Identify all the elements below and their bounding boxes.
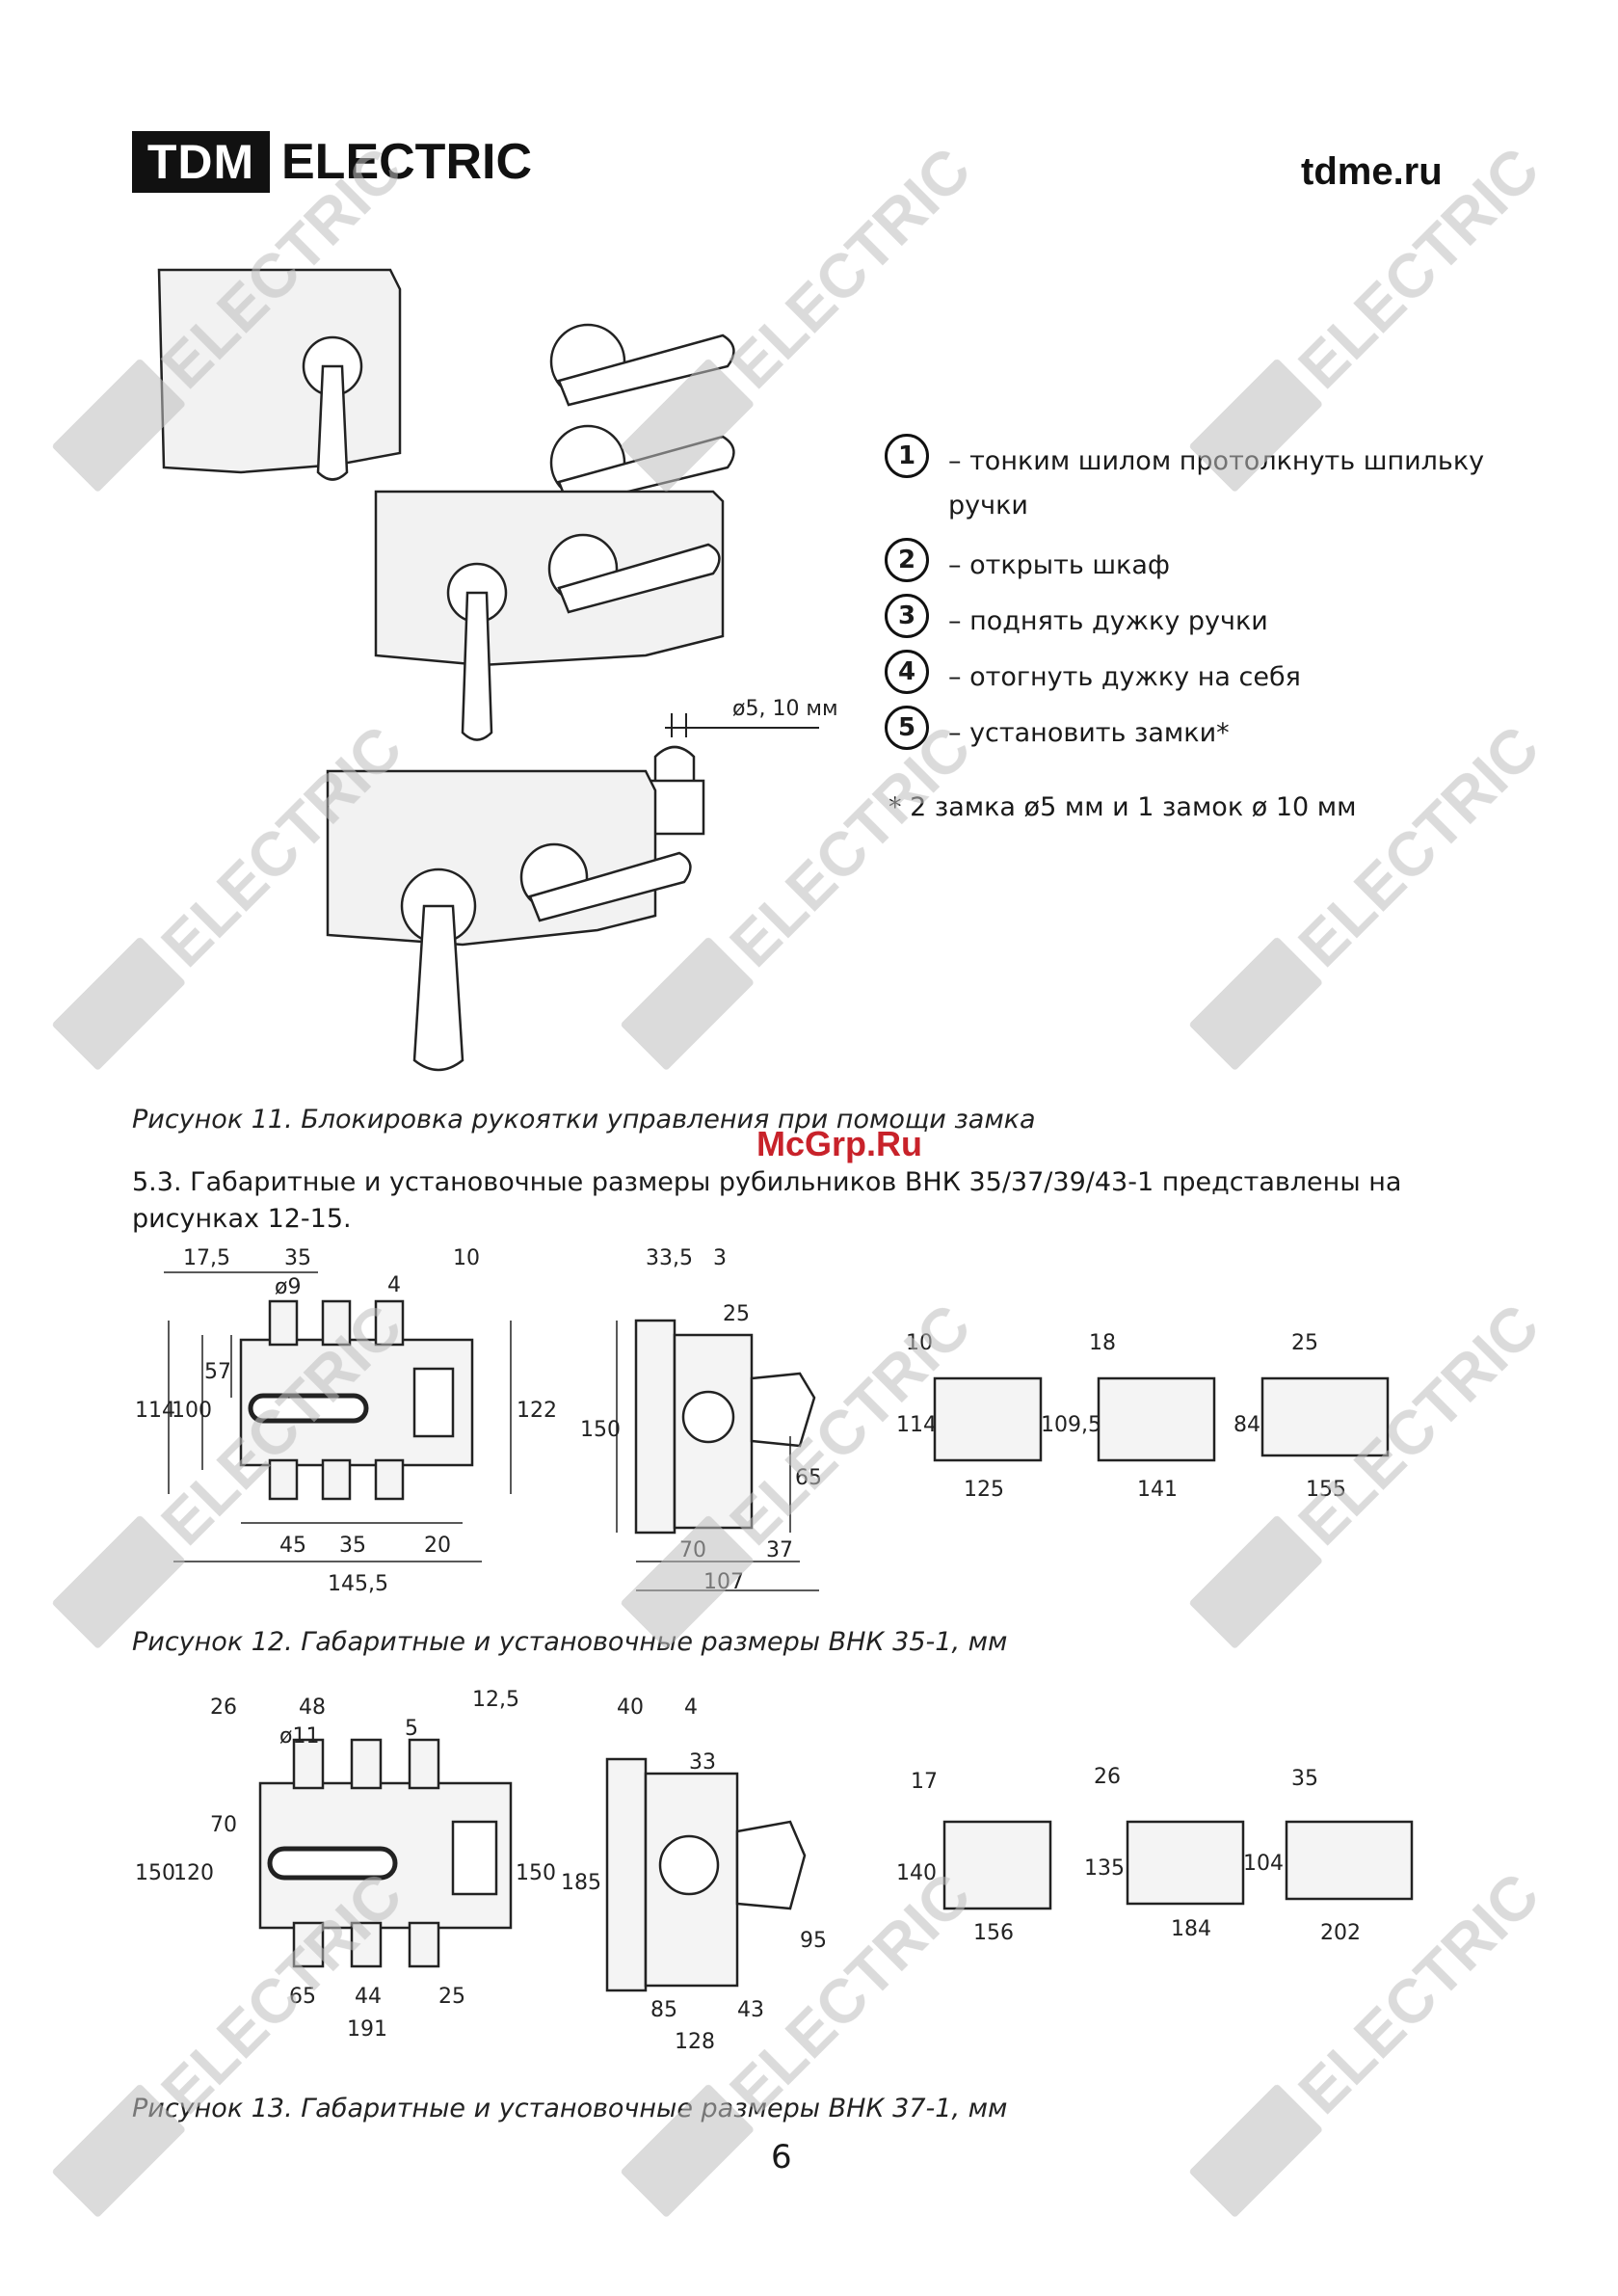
- dim-33: 33: [689, 1750, 716, 1775]
- legend-number: 5: [885, 706, 929, 750]
- legend: 1 – тонким шилом протолкнуть шпильку руч…: [885, 432, 1559, 760]
- small2-top: 18: [1089, 1331, 1116, 1355]
- watermark-site-label: McGrp.Ru: [756, 1124, 923, 1163]
- footnote: * 2 замка ø5 мм и 1 замок ø 10 мм: [889, 792, 1357, 822]
- small3-width: 155: [1306, 1478, 1346, 1502]
- legend-item-5: 5 – установить замки*: [885, 704, 1559, 760]
- legend-text: – отогнуть дужку на себя: [948, 662, 1301, 692]
- dim-107: 107: [703, 1570, 744, 1594]
- dim-70: 70: [210, 1813, 237, 1837]
- dim-150-left: 150: [135, 1861, 175, 1885]
- figure-13-caption: Рисунок 13. Габаритные и установочные ра…: [132, 2094, 1008, 2123]
- dim-20: 20: [424, 1534, 451, 1558]
- figure-13-dimension-drawings: 26 48 ø11 5 12,5 150 120 70 150 65 44 25…: [135, 1688, 1414, 2054]
- dim-57: 57: [204, 1360, 231, 1384]
- small2-height: 109,5: [1041, 1413, 1101, 1437]
- legend-text: – тонким шилом протолкнуть шпильку ручки: [948, 446, 1485, 521]
- dim-114: 114: [135, 1399, 175, 1423]
- legend-item-3: 3 – поднять дужку ручки: [885, 592, 1559, 648]
- logo-tdm-box: TDM: [132, 131, 270, 193]
- dim-35-top: 35: [284, 1246, 311, 1270]
- dim-43: 43: [737, 1998, 764, 2022]
- legend-text: – установить замки*: [948, 718, 1230, 748]
- dim-150-right: 150: [516, 1861, 556, 1885]
- dim-128: 128: [675, 2030, 715, 2054]
- dim-10: 10: [453, 1246, 480, 1270]
- small2-top: 26: [1094, 1765, 1121, 1789]
- dim-191: 191: [347, 2017, 387, 2042]
- small3-top: 35: [1291, 1767, 1318, 1791]
- section-paragraph: 5.3. Габаритные и установочные размеры р…: [132, 1167, 1402, 1234]
- small1-top: 17: [911, 1770, 938, 1794]
- small1-top: 10: [906, 1331, 933, 1355]
- dim-33-5: 33,5: [646, 1246, 693, 1270]
- legend-item-2: 2 – открыть шкаф: [885, 536, 1559, 592]
- dim-48: 48: [299, 1695, 326, 1720]
- dim-4: 4: [684, 1695, 698, 1720]
- page-number: 6: [771, 2138, 792, 2176]
- dim-44: 44: [355, 1985, 382, 2009]
- dim-26: 26: [210, 1695, 237, 1720]
- small2-width: 141: [1137, 1478, 1178, 1502]
- legend-number: 3: [885, 594, 929, 638]
- dim-185: 185: [561, 1871, 601, 1895]
- small1-height: 140: [896, 1861, 937, 1885]
- figure-12-dimension-drawings: 17,5 35 ø9 4 10 114 100 57 122 45 35 20 …: [135, 1246, 1390, 1596]
- dim-65: 65: [795, 1466, 822, 1490]
- dim-40: 40: [617, 1695, 644, 1720]
- small3-top: 25: [1291, 1331, 1318, 1355]
- small3-height: 104: [1243, 1852, 1284, 1876]
- small1-width: 125: [964, 1478, 1004, 1502]
- dim-70: 70: [679, 1538, 706, 1562]
- dim-5: 5: [405, 1717, 418, 1741]
- dim-100: 100: [172, 1399, 212, 1423]
- dim-122: 122: [517, 1399, 557, 1423]
- small1-width: 156: [973, 1921, 1014, 1945]
- dim-85: 85: [650, 1998, 677, 2022]
- small2-height: 135: [1084, 1856, 1125, 1881]
- legend-number: 2: [885, 538, 929, 582]
- small3-width: 202: [1320, 1921, 1361, 1945]
- legend-text: – поднять дужку ручки: [948, 606, 1268, 636]
- dim-45: 45: [279, 1534, 306, 1558]
- dim-12-5: 12,5: [472, 1688, 519, 1712]
- legend-number: 1: [885, 434, 929, 478]
- small1-height: 114: [896, 1413, 937, 1437]
- legend-item-4: 4 – отогнуть дужку на себя: [885, 648, 1559, 704]
- dim-hole-11: ø11: [279, 1724, 319, 1749]
- small3-height: 84: [1233, 1413, 1260, 1437]
- lock-diameter-label: ø5, 10 мм: [732, 697, 838, 721]
- logo-electric-word: ELECTRIC: [281, 134, 532, 190]
- dim-145-5: 145,5: [328, 1572, 388, 1596]
- figure-11-caption: Рисунок 11. Блокировка рукоятки управлен…: [132, 1105, 1036, 1135]
- legend-item-1: 1 – тонким шилом протолкнуть шпильку руч…: [885, 432, 1559, 536]
- dim-35-bottom: 35: [339, 1534, 366, 1558]
- dim-120: 120: [173, 1861, 214, 1885]
- figure-11-lock-illustration: ø5, 10 мм: [157, 268, 838, 1072]
- dim-25: 25: [723, 1302, 750, 1326]
- dim-37: 37: [766, 1538, 793, 1562]
- dim-17-5: 17,5: [183, 1246, 230, 1270]
- figure-12-caption: Рисунок 12. Габаритные и установочные ра…: [132, 1627, 1008, 1657]
- dim-95: 95: [800, 1929, 827, 1953]
- dim-4: 4: [387, 1273, 401, 1297]
- dim-25: 25: [438, 1985, 465, 2009]
- small2-width: 184: [1171, 1917, 1211, 1941]
- legend-number: 4: [885, 650, 929, 694]
- site-url: tdme.ru: [1301, 150, 1443, 193]
- dim-hole-9: ø9: [275, 1275, 301, 1299]
- legend-text: – открыть шкаф: [948, 550, 1170, 580]
- dim-150: 150: [580, 1418, 621, 1442]
- dim-65: 65: [289, 1985, 316, 2009]
- dim-3: 3: [713, 1246, 727, 1270]
